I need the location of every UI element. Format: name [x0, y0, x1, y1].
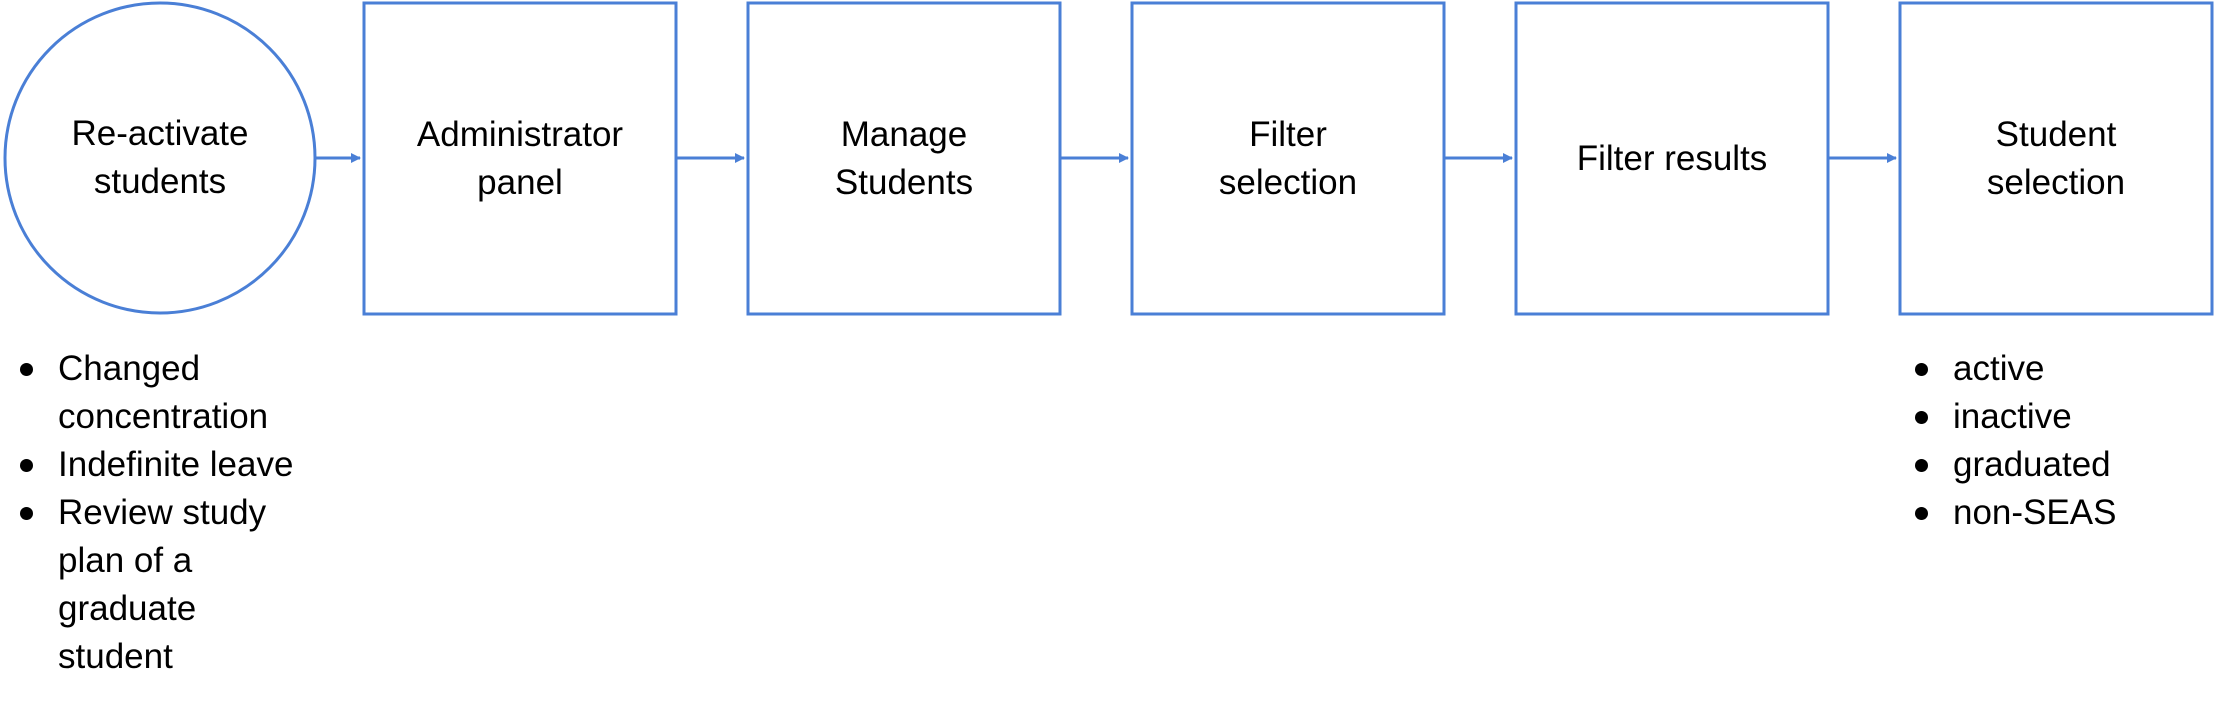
status-item: active — [1912, 345, 2202, 393]
student-selection-node-box — [1898, 1, 2214, 316]
admin-node-label: Administrator panel — [416, 114, 624, 202]
status-list: active inactive graduated non-SEAS — [1912, 345, 2202, 537]
manage-node-label: Manage Students — [834, 114, 974, 202]
filter-selection-node-label: Filter selection — [1218, 114, 1358, 202]
filter-results-node-label: Filter results — [1576, 138, 1768, 178]
status-item: graduated — [1912, 441, 2202, 489]
status-item: inactive — [1912, 393, 2202, 441]
reason-item: Indefinite leave — [17, 441, 307, 489]
student-selection-node-label: Student selection — [1986, 114, 2126, 202]
status-item: non-SEAS — [1912, 489, 2202, 537]
reasons-list: Changed concentration Indefinite leave R… — [17, 345, 307, 681]
reason-item: Changed concentration — [17, 345, 307, 441]
start-node-label: Re-activate students — [71, 114, 249, 201]
reason-item: Review study plan of a graduate student — [17, 489, 307, 681]
